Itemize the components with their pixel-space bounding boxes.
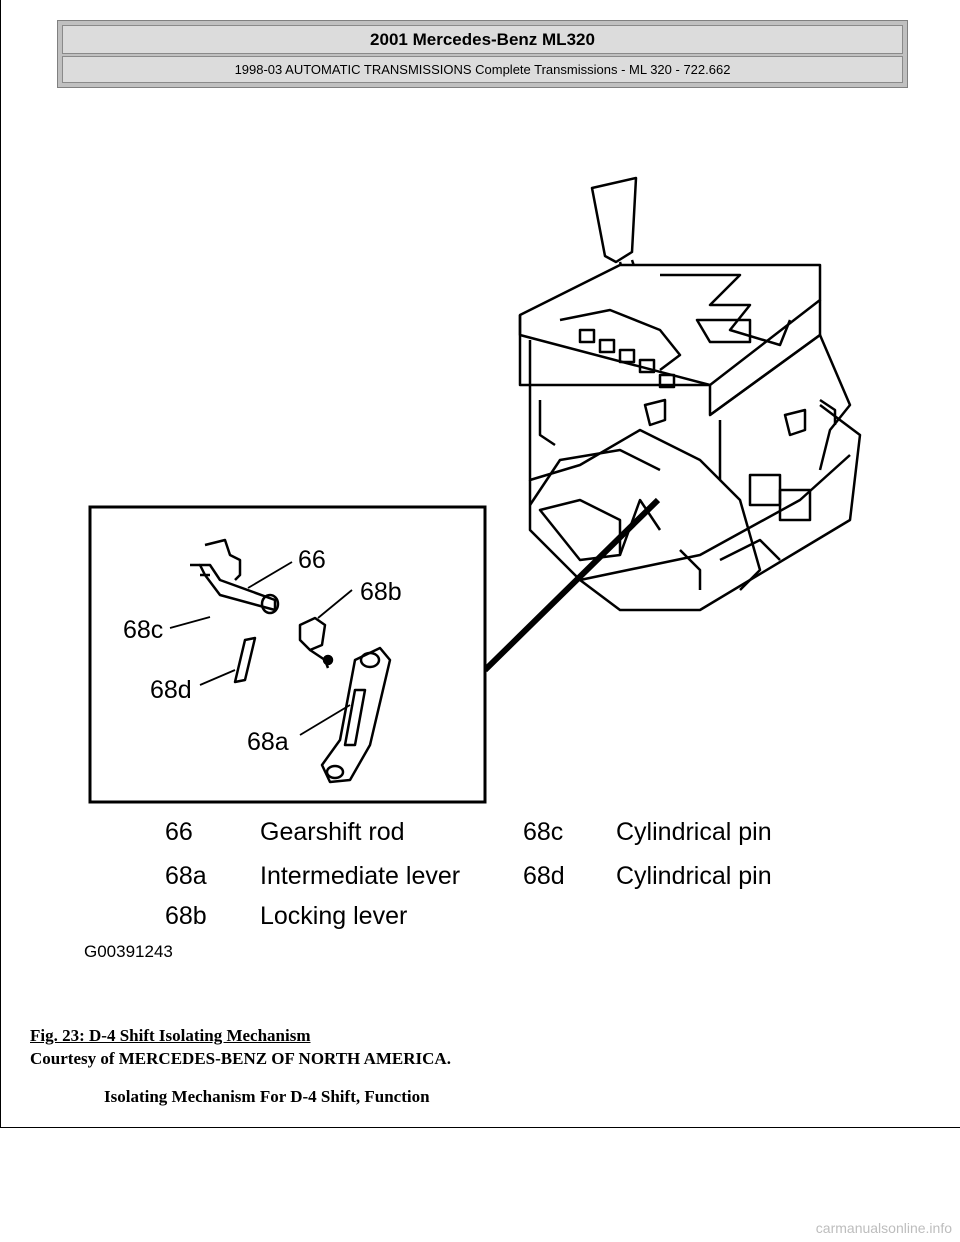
legend-name-68d: Cylindrical pin [616, 862, 772, 890]
legend-name-68a: Intermediate lever [260, 862, 461, 890]
legend-code-68d: 68d [523, 862, 565, 890]
legend-name-68c: Cylindrical pin [616, 818, 772, 846]
figure-code: G00391243 [84, 942, 173, 961]
vehicle-title: 2001 Mercedes-Benz ML320 [62, 25, 903, 54]
page-bottom-rule [0, 1127, 960, 1128]
callout-68b: 68b [360, 578, 402, 606]
legend-code-68b: 68b [165, 902, 207, 930]
figure-courtesy: Courtesy of MERCEDES-BENZ OF NORTH AMERI… [30, 1049, 451, 1068]
manual-section-title: 1998-03 AUTOMATIC TRANSMISSIONS Complete… [62, 56, 903, 83]
watermark: carmanualsonline.info [815, 1220, 952, 1236]
legend-code-66: 66 [165, 818, 193, 846]
legend-name-68b: Locking lever [260, 902, 408, 930]
legend-code-68a: 68a [165, 862, 207, 890]
page-left-border [0, 0, 1, 1128]
callout-68d: 68d [150, 676, 192, 704]
legend-name-66: Gearshift rod [260, 818, 405, 846]
mechanism-drawing: 66 68b 68c 68d 68a [88, 176, 862, 804]
document-header: 2001 Mercedes-Benz ML320 1998-03 AUTOMAT… [57, 20, 908, 88]
callout-68a: 68a [247, 728, 289, 756]
legend-code-68c: 68c [523, 818, 564, 846]
callout-66: 66 [298, 546, 326, 574]
callout-68c: 68c [123, 616, 163, 644]
d4-shift-isolating-mechanism-illustration: 66 68b 68c 68d 68a [60, 170, 900, 970]
section-heading: Isolating Mechanism For D-4 Shift, Funct… [104, 1087, 430, 1106]
figure-caption: Fig. 23: D-4 Shift Isolating Mechanism [30, 1026, 311, 1045]
